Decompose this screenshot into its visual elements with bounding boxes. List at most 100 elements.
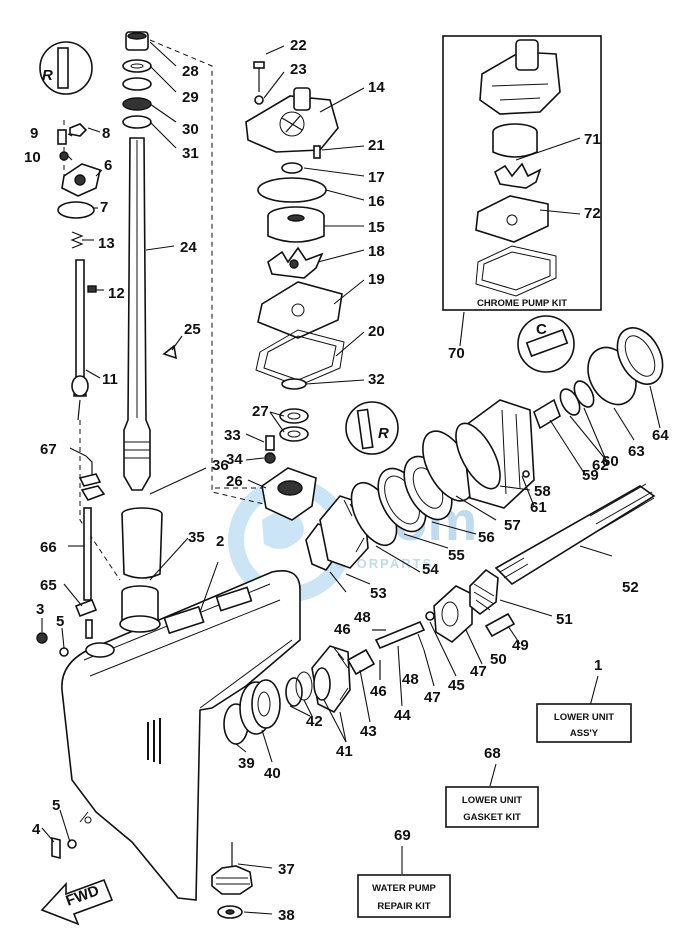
part-label: 13 bbox=[98, 235, 115, 252]
watermark-globe-icon bbox=[228, 478, 352, 602]
part-label: 45 bbox=[448, 677, 465, 694]
part-label: 59 bbox=[582, 467, 599, 484]
part-label: 67 bbox=[40, 441, 57, 458]
water-pump-kit-line1: WATER PUMP bbox=[372, 883, 436, 894]
r-badge-top: R bbox=[42, 67, 53, 84]
part-label: 20 bbox=[368, 323, 385, 340]
part-label: 44 bbox=[394, 707, 411, 724]
part-label: 4 bbox=[32, 821, 41, 838]
part-label: 1 bbox=[594, 657, 602, 674]
part-label: 14 bbox=[368, 79, 385, 96]
part-label: 9 bbox=[30, 125, 38, 142]
part-label: 16 bbox=[368, 193, 385, 210]
part-label: 8 bbox=[102, 125, 110, 142]
part-labels: 1 2 3 4 5 5 6 7 8 9 10 11 12 13 14 15 16… bbox=[24, 37, 669, 924]
part-label: 63 bbox=[628, 443, 645, 460]
part-label: 43 bbox=[360, 723, 377, 740]
c-badge: C bbox=[536, 321, 547, 338]
part-label: 38 bbox=[278, 907, 295, 924]
part-label: 70 bbox=[448, 345, 465, 362]
part-label: 69 bbox=[394, 827, 411, 844]
part-label: 24 bbox=[180, 239, 197, 256]
part-label: 51 bbox=[556, 611, 573, 628]
part-label: 57 bbox=[504, 517, 521, 534]
part-label: 46 bbox=[370, 683, 387, 700]
part-label: 40 bbox=[264, 765, 281, 782]
chrome-pump-kit-box: CHROME PUMP KIT bbox=[442, 35, 602, 311]
r-badge-mid: R bbox=[378, 425, 389, 442]
part-label: 15 bbox=[368, 219, 385, 236]
part-label: 47 bbox=[424, 689, 441, 706]
chrome-pump-kit-label: CHROME PUMP KIT bbox=[477, 298, 567, 309]
gasket-kit-line2: GASKET KIT bbox=[463, 812, 521, 823]
part-label: 65 bbox=[40, 577, 57, 594]
part-label: 56 bbox=[478, 529, 495, 546]
part-label: 12 bbox=[108, 285, 125, 302]
part-label: 2 bbox=[216, 533, 224, 550]
part-label: 41 bbox=[336, 743, 353, 760]
part-label: 27 bbox=[252, 403, 269, 420]
part-label: 61 bbox=[530, 499, 547, 516]
part-label: 30 bbox=[182, 121, 199, 138]
part-label: 60 bbox=[602, 453, 619, 470]
reverse-gear-stack: C bbox=[305, 315, 664, 643]
part-label: 52 bbox=[622, 579, 639, 596]
part-label: 7 bbox=[100, 199, 108, 216]
part-label: 71 bbox=[584, 131, 601, 148]
part-label: 23 bbox=[290, 61, 307, 78]
leader-lines bbox=[41, 41, 661, 915]
part-label: 25 bbox=[184, 321, 201, 338]
lower-case bbox=[36, 570, 301, 901]
part-label: 39 bbox=[238, 755, 255, 772]
part-label: 22 bbox=[290, 37, 307, 54]
part-label: 53 bbox=[370, 585, 387, 602]
water-pump-stack: R bbox=[245, 61, 399, 521]
fwd-arrow-icon: FWD bbox=[40, 878, 114, 926]
part-label: 11 bbox=[102, 371, 118, 388]
part-label: 54 bbox=[422, 561, 439, 578]
part-label: 66 bbox=[40, 539, 57, 556]
part-label: 68 bbox=[484, 745, 501, 762]
water-pump-kit-line2: REPAIR KIT bbox=[377, 901, 430, 912]
drive-shaft-stack bbox=[121, 31, 178, 629]
part-label: 42 bbox=[306, 713, 323, 730]
forward-gear-stack bbox=[223, 611, 435, 745]
part-label: 10 bbox=[24, 149, 41, 166]
gasket-kit-box: LOWER UNIT GASKET KIT bbox=[445, 786, 539, 828]
part-label: 18 bbox=[368, 243, 385, 260]
part-label: 34 bbox=[226, 451, 243, 468]
part-label: 29 bbox=[182, 89, 199, 106]
part-label: 50 bbox=[490, 651, 507, 668]
part-label: 49 bbox=[512, 637, 529, 654]
shift-rod-stack: R bbox=[39, 41, 106, 639]
lower-unit-assy-line1: LOWER UNIT bbox=[554, 712, 614, 723]
part-label: 28 bbox=[182, 63, 199, 80]
part-label: 36 bbox=[212, 457, 229, 474]
part-label: 31 bbox=[182, 145, 199, 162]
part-label: 46 bbox=[334, 621, 351, 638]
gasket-kit-line1: LOWER UNIT bbox=[462, 795, 522, 806]
lower-unit-assy-box: LOWER UNIT ASS'Y bbox=[536, 703, 632, 743]
part-label: 33 bbox=[224, 427, 241, 444]
pinion-stack bbox=[211, 842, 253, 919]
part-label: 5 bbox=[56, 613, 64, 630]
part-label: 58 bbox=[534, 483, 551, 500]
part-label: 21 bbox=[368, 137, 385, 154]
part-label: 64 bbox=[652, 427, 669, 444]
part-label: 55 bbox=[448, 547, 465, 564]
part-label: 35 bbox=[188, 529, 205, 546]
water-pump-kit-box: WATER PUMP REPAIR KIT bbox=[357, 874, 451, 918]
part-label: 5 bbox=[52, 797, 60, 814]
part-label: 48 bbox=[354, 609, 371, 626]
part-label: 19 bbox=[368, 271, 385, 288]
part-label: 48 bbox=[402, 671, 419, 688]
part-label: 72 bbox=[584, 205, 601, 222]
lower-unit-assy-line2: ASS'Y bbox=[570, 728, 599, 739]
part-label: 47 bbox=[470, 663, 487, 680]
part-label: 3 bbox=[36, 601, 44, 618]
part-label: 6 bbox=[104, 157, 112, 174]
part-label: 17 bbox=[368, 169, 385, 186]
part-label: 62 bbox=[592, 457, 609, 474]
part-label: 32 bbox=[368, 371, 385, 388]
